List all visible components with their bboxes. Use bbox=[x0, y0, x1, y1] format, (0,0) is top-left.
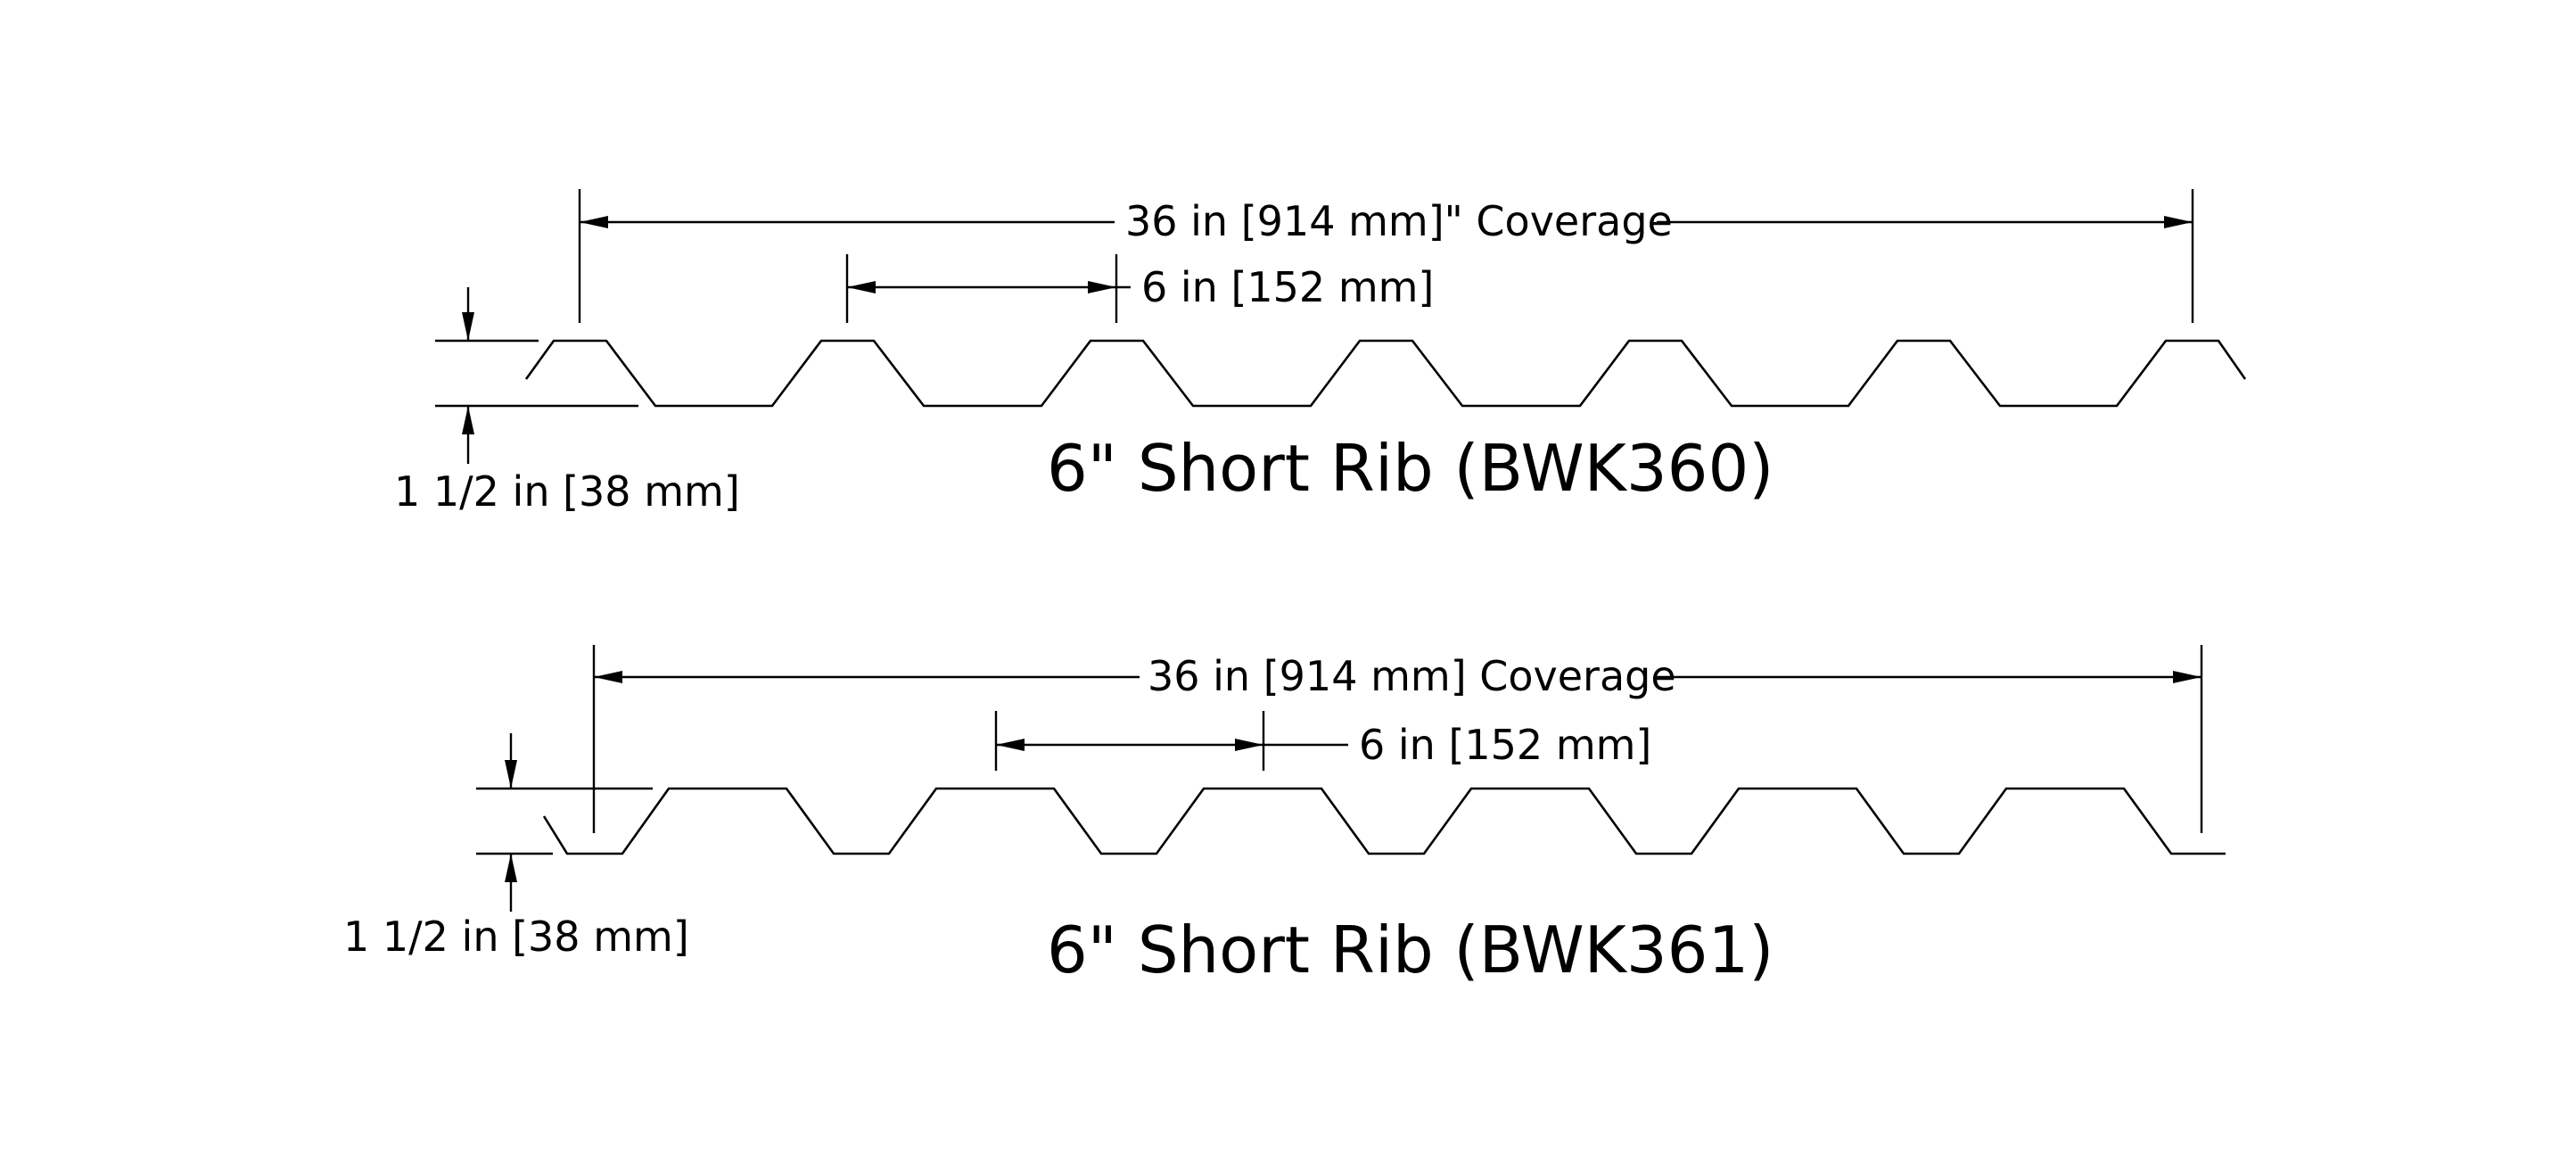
panel-profile-line bbox=[542, 787, 2226, 855]
panel-profile-line bbox=[524, 339, 2247, 408]
profile-bwk360: 36 in [914 mm]" Coverage 6 in [152 mm] 1… bbox=[394, 189, 2247, 516]
coverage-dimension: 36 in [914 mm] Coverage bbox=[592, 645, 2203, 833]
profile-title: 6" Short Rib (BWK361) bbox=[1047, 913, 1774, 987]
coverage-dimension: 36 in [914 mm]" Coverage bbox=[578, 189, 2194, 323]
rib-spacing-label: 6 in [152 mm] bbox=[1141, 263, 1434, 311]
rib-height-dimension: 1 1/2 in [38 mm] bbox=[343, 733, 689, 961]
rib-height-dimension: 1 1/2 in [38 mm] bbox=[394, 287, 740, 516]
rib-spacing-label: 6 in [152 mm] bbox=[1359, 721, 1651, 769]
rib-spacing-dimension: 6 in [152 mm] bbox=[994, 711, 1651, 771]
coverage-label: 36 in [914 mm]" Coverage bbox=[1125, 197, 1673, 245]
profile-title: 6" Short Rib (BWK360) bbox=[1047, 431, 1774, 506]
rib-height-label: 1 1/2 in [38 mm] bbox=[394, 467, 740, 516]
coverage-label: 36 in [914 mm] Coverage bbox=[1148, 652, 1676, 700]
rib-height-label: 1 1/2 in [38 mm] bbox=[343, 913, 689, 961]
profile-bwk361: 36 in [914 mm] Coverage 6 in [152 mm] 1 … bbox=[343, 645, 2226, 987]
rib-spacing-dimension: 6 in [152 mm] bbox=[845, 254, 1434, 323]
